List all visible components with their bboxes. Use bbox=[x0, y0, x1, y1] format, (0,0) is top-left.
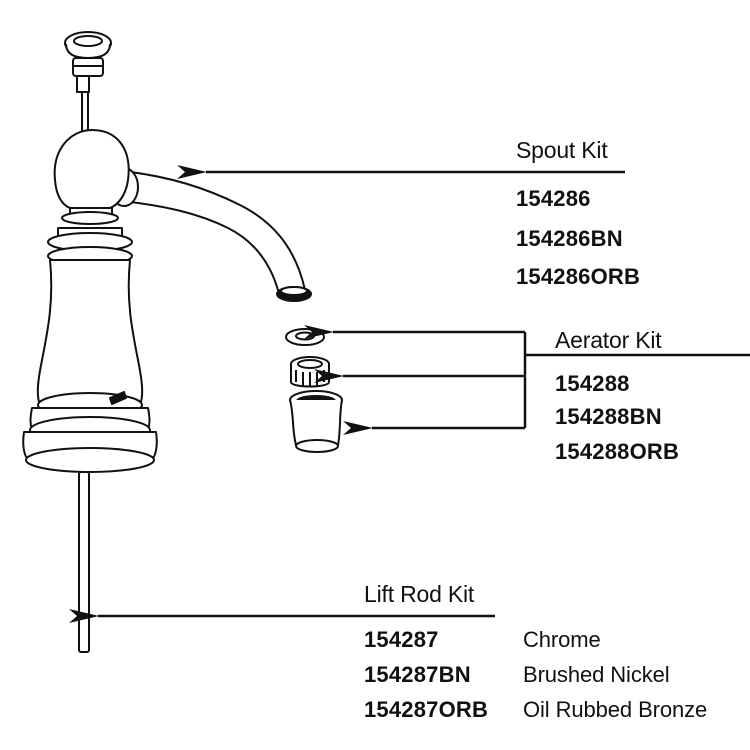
spout-kit-part: 154286ORB bbox=[516, 264, 641, 289]
spout-kit-part: 154286BN bbox=[516, 226, 623, 251]
aerator-kit-title: Aerator Kit bbox=[555, 327, 662, 353]
aerator-insert bbox=[290, 356, 330, 388]
lift-rod-kit-finish: Chrome bbox=[523, 627, 601, 652]
lift-rod-kit-finish: Brushed Nickel bbox=[523, 662, 670, 687]
lift-rod-kit-part: 154287 bbox=[364, 627, 439, 652]
lift-rod bbox=[78, 471, 90, 653]
aerator-housing bbox=[289, 390, 343, 453]
spout bbox=[109, 167, 312, 302]
lift-rod-kit-finish: Oil Rubbed Bronze bbox=[523, 697, 708, 722]
spout-kit-part: 154286 bbox=[516, 186, 591, 211]
faucet-body bbox=[22, 129, 158, 473]
spout-kit-title: Spout Kit bbox=[516, 137, 608, 163]
aerator-kit-part: 154288BN bbox=[555, 404, 662, 429]
aerator-washer bbox=[285, 328, 325, 346]
lift-rod-kit-part: 154287ORB bbox=[364, 697, 489, 722]
aerator-kit-part: 154288ORB bbox=[555, 439, 680, 464]
lift-rod-kit-title: Lift Rod Kit bbox=[364, 581, 475, 607]
lift-rod-knob bbox=[64, 31, 112, 135]
lift-rod-kit-part: 154287BN bbox=[364, 662, 471, 687]
aerator-kit-part: 154288 bbox=[555, 371, 630, 396]
